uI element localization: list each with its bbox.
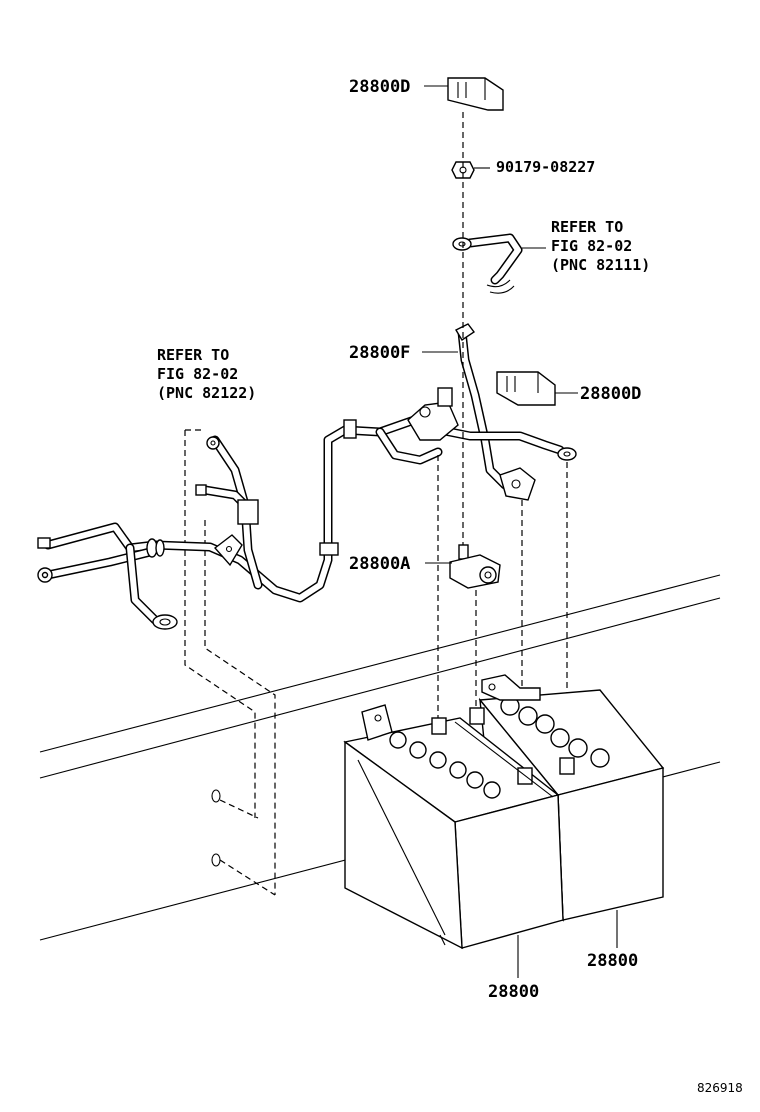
battery-front bbox=[343, 704, 564, 950]
terminal-cover-top bbox=[447, 77, 504, 111]
nut-90179 bbox=[451, 161, 475, 179]
label-battery-right: 28800 bbox=[587, 951, 638, 971]
label-cover-right: 28800D bbox=[580, 384, 641, 404]
ground-cable-assembly bbox=[37, 413, 425, 630]
label-clamp-a: 28800A bbox=[349, 554, 410, 574]
refer-right-line3: (PNC 82111) bbox=[551, 256, 650, 274]
positive-cable-28800F bbox=[375, 233, 577, 501]
label-battery-front: 28800 bbox=[488, 982, 539, 1002]
refer-right-line1: REFER TO bbox=[551, 218, 623, 236]
label-cable-f: 28800F bbox=[349, 343, 410, 363]
figure-number: 826918 bbox=[697, 1081, 743, 1095]
refer-left-line3: (PNC 82122) bbox=[157, 384, 256, 402]
terminal-cover-right bbox=[496, 371, 556, 406]
mount-bracket-outline bbox=[184, 429, 276, 896]
refer-right-line2: FIG 82-02 bbox=[551, 237, 632, 255]
label-nut: 90179-08227 bbox=[496, 158, 595, 176]
refer-left-line2: FIG 82-02 bbox=[157, 365, 238, 383]
terminal-clamp-28800A bbox=[449, 544, 501, 589]
label-cover-top: 28800D bbox=[349, 77, 410, 97]
refer-left-line1: REFER TO bbox=[157, 346, 229, 364]
leader-lines bbox=[422, 85, 618, 978]
